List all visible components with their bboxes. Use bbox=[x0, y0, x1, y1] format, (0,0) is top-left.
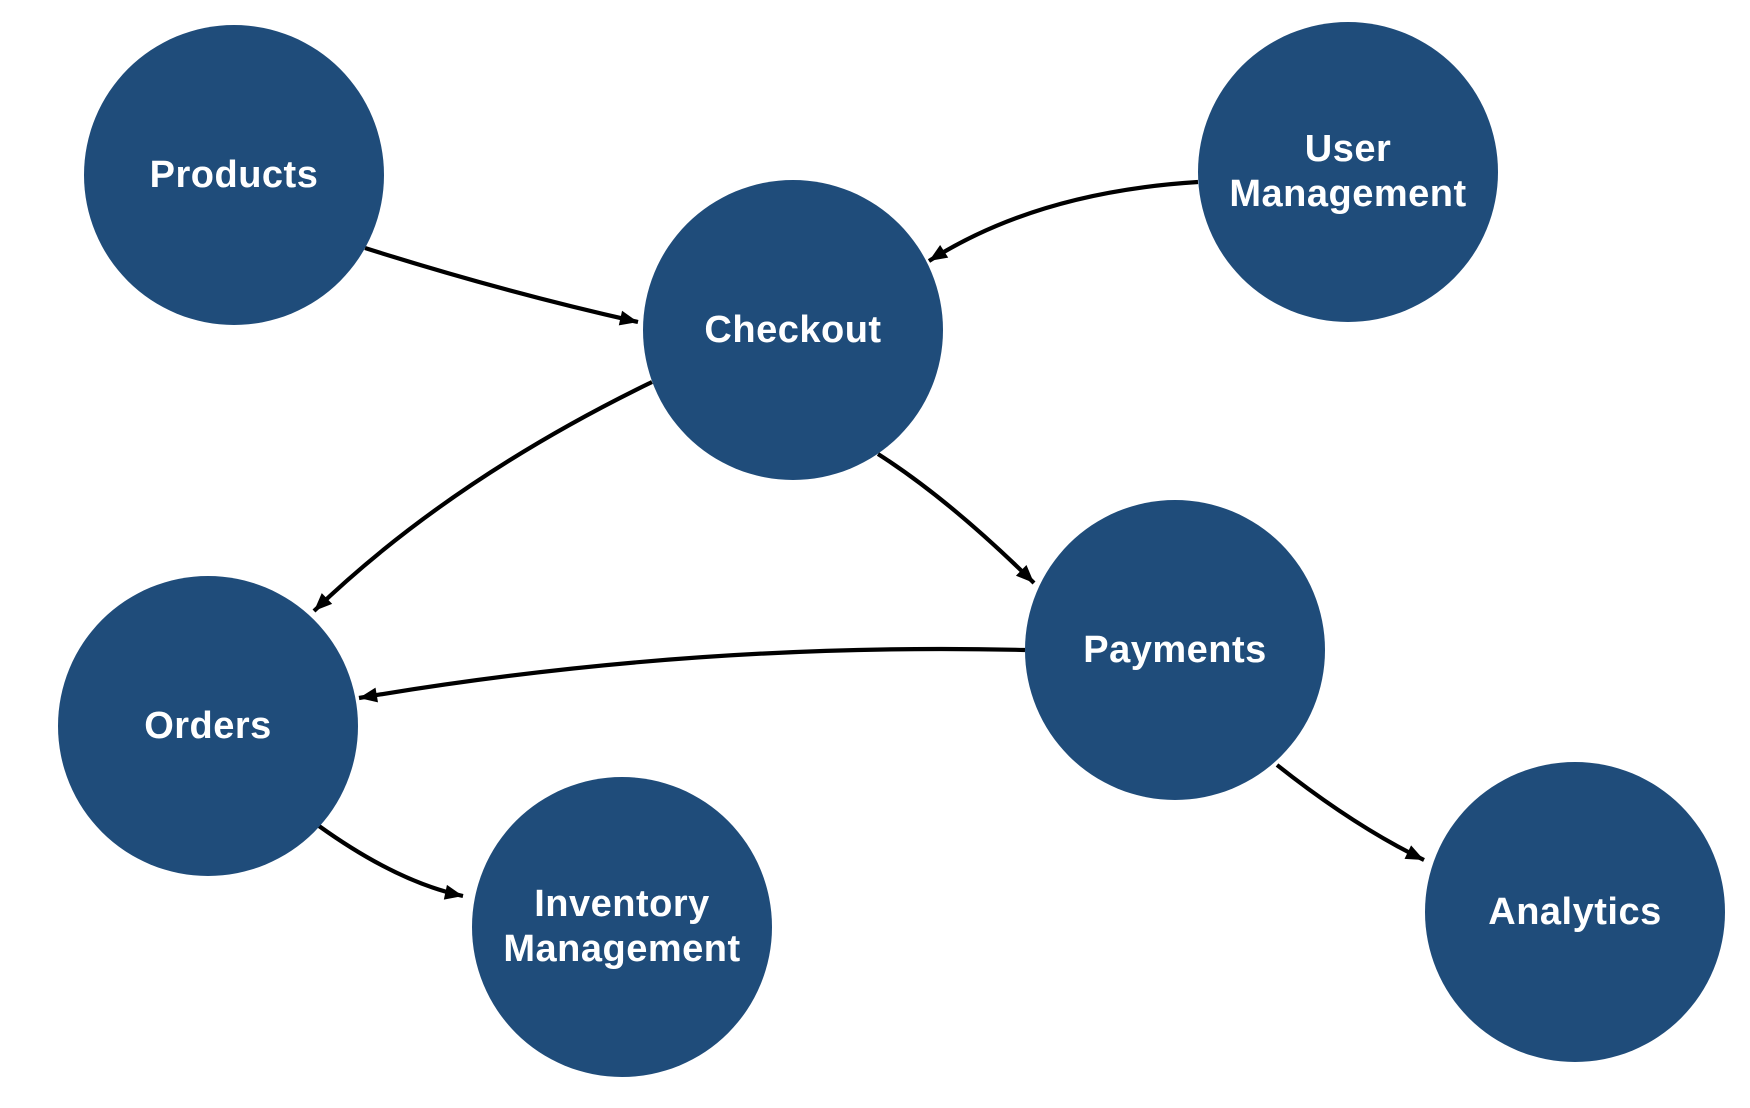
node-user-management-label: User Management bbox=[1229, 128, 1467, 215]
edge-checkout-orders bbox=[312, 380, 653, 613]
edge-checkout-payments bbox=[876, 452, 1036, 585]
node-inventory-management-label: Inventory Management bbox=[503, 883, 741, 970]
node-inventory-management[interactable]: Inventory Management bbox=[472, 777, 772, 1077]
node-analytics[interactable]: Analytics bbox=[1425, 762, 1725, 1062]
node-checkout[interactable]: Checkout bbox=[643, 180, 943, 480]
node-orders-label: Orders bbox=[144, 704, 272, 747]
edge-orders-inventory-management bbox=[317, 824, 464, 900]
edge-user-management-checkout bbox=[927, 179, 1199, 263]
node-orders[interactable]: Orders bbox=[58, 576, 358, 876]
node-products-label: Products bbox=[149, 153, 319, 196]
node-products[interactable]: Products bbox=[84, 25, 384, 325]
edge-payments-analytics bbox=[1275, 763, 1425, 862]
node-analytics-label: Analytics bbox=[1488, 890, 1662, 933]
node-checkout-label: Checkout bbox=[704, 308, 882, 351]
node-user-management[interactable]: User Management bbox=[1198, 22, 1498, 322]
edge-payments-orders bbox=[358, 646, 1026, 703]
node-payments[interactable]: Payments bbox=[1025, 500, 1325, 800]
edge-products-checkout bbox=[364, 245, 639, 326]
node-payments-label: Payments bbox=[1083, 628, 1267, 671]
